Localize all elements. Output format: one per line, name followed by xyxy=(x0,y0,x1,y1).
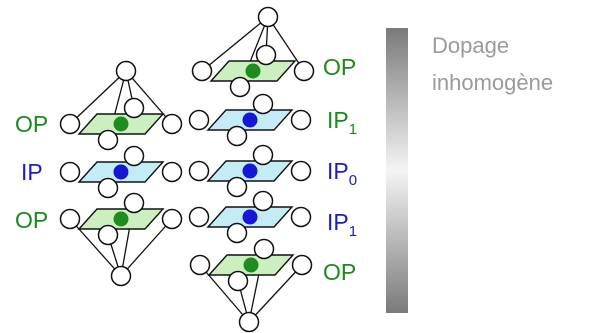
right-plane-1-corner-atom-2 xyxy=(290,109,312,131)
left-stack-labels: OP IP OP xyxy=(15,111,48,233)
right-plane-3-corner-atom-0 xyxy=(188,206,210,228)
right-plane-3-center-atom xyxy=(242,209,258,225)
left-bonds xyxy=(69,70,173,277)
left-plane-2-corner-atom-1 xyxy=(123,192,145,214)
left-plane-0-corner-atom-3 xyxy=(97,129,119,151)
right-plane-3-corner-atom-1 xyxy=(252,190,274,212)
right-plane-2-corner-atom-1 xyxy=(252,144,274,166)
left-apex-top-bond-2 xyxy=(125,70,173,125)
left-plane-0-corner-atom-0 xyxy=(59,113,81,135)
right-apex-top-bond-2 xyxy=(267,16,305,72)
left-plane-0-corner-atom-1 xyxy=(123,97,145,119)
right-plane-1-corner-atom-3 xyxy=(226,125,248,147)
left-plane-1-corner-atom-3 xyxy=(97,177,119,199)
left-label-ip: IP xyxy=(21,159,43,185)
right-plane-4-corner-atom-1 xyxy=(253,238,275,260)
right-plane-2-center-atom xyxy=(242,163,258,179)
gradient-caption-line2: inhomogène xyxy=(432,70,553,95)
left-apex-bottom-bond-2 xyxy=(120,218,173,277)
right-plane-0-corner-atom-0 xyxy=(191,60,213,82)
left-plane-2-center-atom xyxy=(113,211,129,227)
right-plane-0-corner-atom-2 xyxy=(293,60,315,82)
right-label-ip1-top: IP1 xyxy=(327,107,357,138)
right-plane-1-corner-atom-1 xyxy=(252,93,274,115)
right-plane-0-corner-atom-1 xyxy=(255,44,277,66)
left-layer-stack xyxy=(59,60,183,287)
left-plane-1-corner-atom-0 xyxy=(59,161,81,183)
right-label-op-bottom: OP xyxy=(323,259,356,285)
right-apex-top-bond-0 xyxy=(201,16,269,72)
right-plane-4-corner-atom-0 xyxy=(189,254,211,276)
left-plane-2-corner-atom-0 xyxy=(59,208,81,230)
left-apex-top-bond-0 xyxy=(69,70,127,125)
left-plane-2-corner-atom-3 xyxy=(97,224,119,246)
left-plane-1-center-atom xyxy=(113,164,129,180)
doping-gradient-bar xyxy=(386,28,408,313)
left-apex-bottom-atom xyxy=(110,265,132,287)
right-plane-4-corner-atom-3 xyxy=(227,270,249,292)
right-apex-top-atom xyxy=(257,6,279,28)
gradient-caption-line1: Dopage xyxy=(432,33,509,58)
right-apex-bottom-atom xyxy=(238,311,260,333)
right-stack-labels: OP IP1 IP0 IP1 OP xyxy=(323,54,357,285)
right-plane-2-corner-atom-2 xyxy=(290,160,312,182)
right-plane-1-center-atom xyxy=(242,112,258,128)
right-plane-4-center-atom xyxy=(243,257,259,273)
left-plane-2-corner-atom-2 xyxy=(161,208,183,230)
right-plane-4-corner-atom-2 xyxy=(291,254,313,276)
left-plane-0-corner-atom-2 xyxy=(161,113,183,135)
left-plane-1-corner-atom-1 xyxy=(123,145,145,167)
right-label-ip0: IP0 xyxy=(327,158,357,189)
left-apex-top-atom xyxy=(115,60,137,82)
right-plane-2-corner-atom-0 xyxy=(188,160,210,182)
right-apex-bottom-bond-0 xyxy=(199,264,250,323)
left-plane-1-corner-atom-2 xyxy=(161,161,183,183)
right-plane-3-corner-atom-2 xyxy=(290,206,312,228)
right-layer-stack xyxy=(188,6,315,333)
right-plane-1-corner-atom-0 xyxy=(188,109,210,131)
left-apex-bottom-bond-0 xyxy=(69,218,122,277)
right-plane-0-center-atom xyxy=(245,63,261,79)
right-label-op-top: OP xyxy=(323,54,356,80)
right-plane-3-corner-atom-3 xyxy=(226,222,248,244)
left-label-op-top: OP xyxy=(15,111,48,137)
right-plane-2-corner-atom-3 xyxy=(226,176,248,198)
left-plane-0-center-atom xyxy=(113,116,129,132)
right-plane-0-corner-atom-3 xyxy=(229,76,251,98)
left-label-op-bottom: OP xyxy=(15,207,48,233)
right-apex-bottom-bond-2 xyxy=(248,264,303,323)
right-label-ip1-bottom: IP1 xyxy=(327,209,357,240)
